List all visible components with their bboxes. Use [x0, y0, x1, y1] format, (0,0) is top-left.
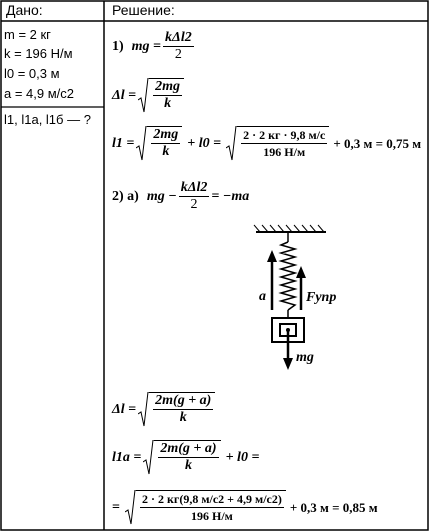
given-mass: m = 2 кг — [4, 27, 51, 42]
given-length: l0 = 0,3 м — [4, 66, 60, 81]
given-stiffness: k = 196 Н/м — [4, 46, 73, 61]
given-acceleration: a = 4,9 м/с2 — [4, 86, 75, 101]
spring-figure — [253, 224, 326, 370]
find-quantities: l1, l1a, l1б — ? — [4, 112, 91, 127]
label-elastic-force: Fупр — [306, 290, 337, 305]
label-gravity: mg — [296, 350, 314, 365]
equation-l1a: l1a = 2m(g + a)k + l0 = — [112, 440, 259, 476]
equation-dl-accel: Δl = 2m(g + a)k — [112, 392, 217, 428]
equation-final: = 2 · 2 кг(9,8 м/с2 + 4,9 м/с2)196 Н/м +… — [112, 490, 378, 526]
given-header: Дано: — [6, 2, 43, 18]
label-acceleration: a — [259, 289, 266, 304]
solution-header: Решение: — [112, 2, 175, 18]
